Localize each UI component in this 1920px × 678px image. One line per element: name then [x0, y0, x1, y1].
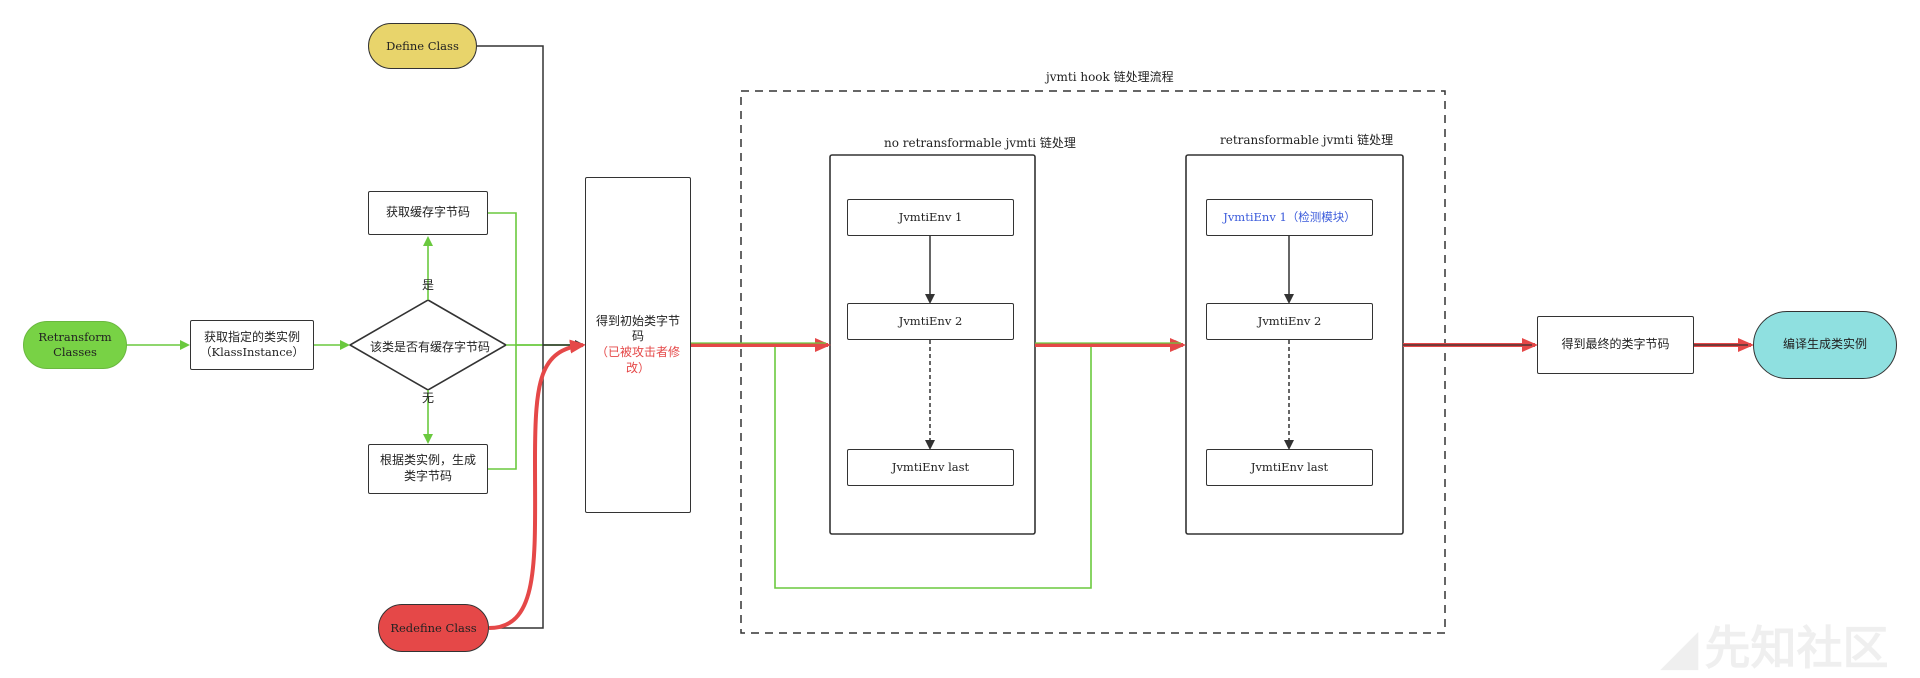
retransformable-env1: JvmtiEnv 1（检测模块） [1206, 199, 1373, 236]
get-klass-instance-label: 获取指定的类实例 [203, 329, 300, 344]
no-retransformable-env1: JvmtiEnv 1 [847, 199, 1014, 236]
retransformable-env1-label: JvmtiEnv 1（检测模块） [1223, 210, 1356, 225]
get-cached-bytecode-node: 获取缓存字节码 [368, 191, 488, 235]
hook-chain-title: jvmti hook 链处理流程 [1046, 70, 1174, 84]
no-retransformable-env1-label: JvmtiEnv 1 [898, 210, 963, 225]
no-retransformable-env2-label: JvmtiEnv 2 [898, 314, 963, 329]
is-cached-label: 该类是否有缓存字节码 [370, 340, 491, 354]
final-bytecode-label: 得到最终的类字节码 [1561, 337, 1670, 352]
initial-bytecode-node: 得到初始类字节 码 （已被攻击者修 改） [585, 177, 691, 513]
compile-instance-label: 编译生成类实例 [1782, 337, 1867, 352]
no-retransformable-env-last-label: JvmtiEnv last [891, 460, 970, 475]
retransformable-env-last: JvmtiEnv last [1206, 449, 1373, 486]
retransformable-env2-label: JvmtiEnv 2 [1257, 314, 1322, 329]
compile-instance-node: 编译生成类实例 [1753, 311, 1897, 379]
define-class-label: Define Class [386, 38, 459, 53]
edge-label-no: 无 [422, 391, 435, 405]
generate-bytecode-label-2: 类字节码 [403, 469, 452, 483]
retransformable-env2: JvmtiEnv 2 [1206, 303, 1373, 340]
final-bytecode-node: 得到最终的类字节码 [1537, 316, 1694, 374]
retransformable-title: retransformable jvmti 链处理 [1220, 133, 1394, 147]
redefine-class-label: Redefine Class [390, 620, 477, 635]
define-class-node: Define Class [368, 23, 477, 69]
generate-bytecode-node: 根据类实例，生成 类字节码 [368, 444, 488, 494]
watermark-icon: ◢ [1660, 618, 1699, 676]
get-klass-instance-node: 获取指定的类实例 （KlassInstance） [190, 320, 314, 370]
retransform-classes-node: Retransform Classes [23, 321, 127, 369]
edge-label-yes: 是 [422, 278, 435, 292]
initial-bytecode-label: 得到初始类字节 [595, 313, 680, 328]
watermark-text: 先知社区 [1704, 621, 1889, 675]
no-retransformable-env-last: JvmtiEnv last [847, 449, 1014, 486]
retransform-classes-label: Retransform Classes [38, 330, 112, 359]
site-watermark: ◢先知社区 [1660, 612, 1888, 678]
retransformable-env-last-label: JvmtiEnv last [1250, 460, 1329, 475]
get-klass-instance-sublabel: （KlassInstance） [200, 345, 304, 360]
no-retransformable-env2: JvmtiEnv 2 [847, 303, 1014, 340]
generate-bytecode-label: 根据类实例，生成 [379, 453, 476, 468]
hook-chain-group-frame [740, 90, 1446, 634]
get-cached-bytecode-label: 获取缓存字节码 [385, 205, 470, 220]
initial-bytecode-note-2: 改） [625, 360, 650, 375]
initial-bytecode-label-2: 码 [631, 329, 644, 344]
redefine-class-node: Redefine Class [378, 604, 489, 652]
no-retransformable-title: no retransformable jvmti 链处理 [884, 136, 1076, 150]
initial-bytecode-note: （已被攻击者修 [595, 345, 680, 359]
